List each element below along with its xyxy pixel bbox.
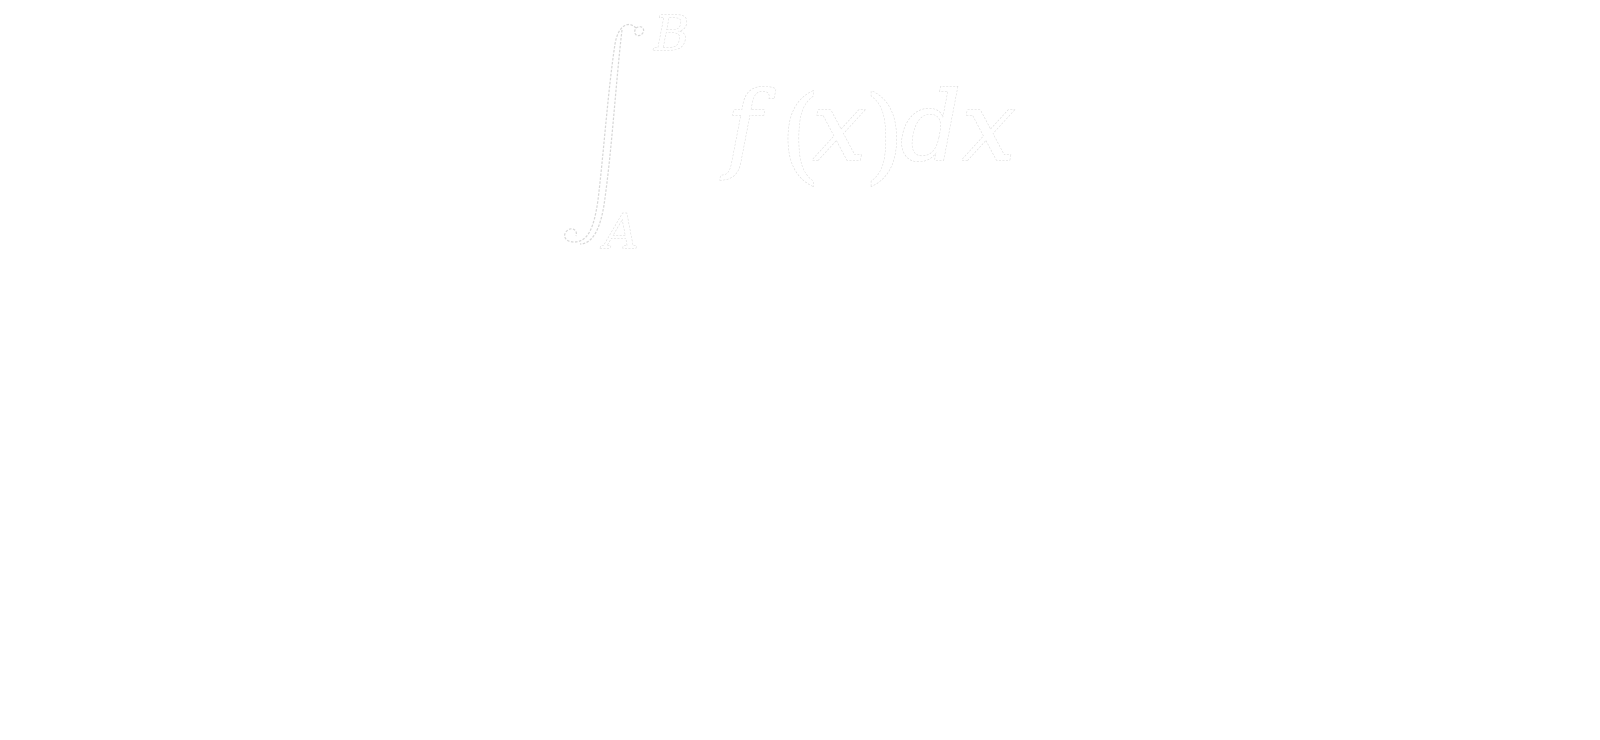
variable: x bbox=[812, 71, 866, 183]
differential: dx bbox=[900, 71, 1016, 183]
lower-limit: A bbox=[600, 204, 639, 260]
integral-sign bbox=[564, 23, 645, 245]
function-name: f bbox=[720, 71, 776, 183]
close-paren: ) bbox=[864, 73, 905, 195]
integral-formula: B A f ( x ) dx bbox=[560, 0, 1030, 270]
formula-svg: B A f ( x ) dx bbox=[564, 6, 1016, 261]
upper-limit: B bbox=[653, 6, 689, 62]
open-paren: ( bbox=[780, 73, 821, 195]
